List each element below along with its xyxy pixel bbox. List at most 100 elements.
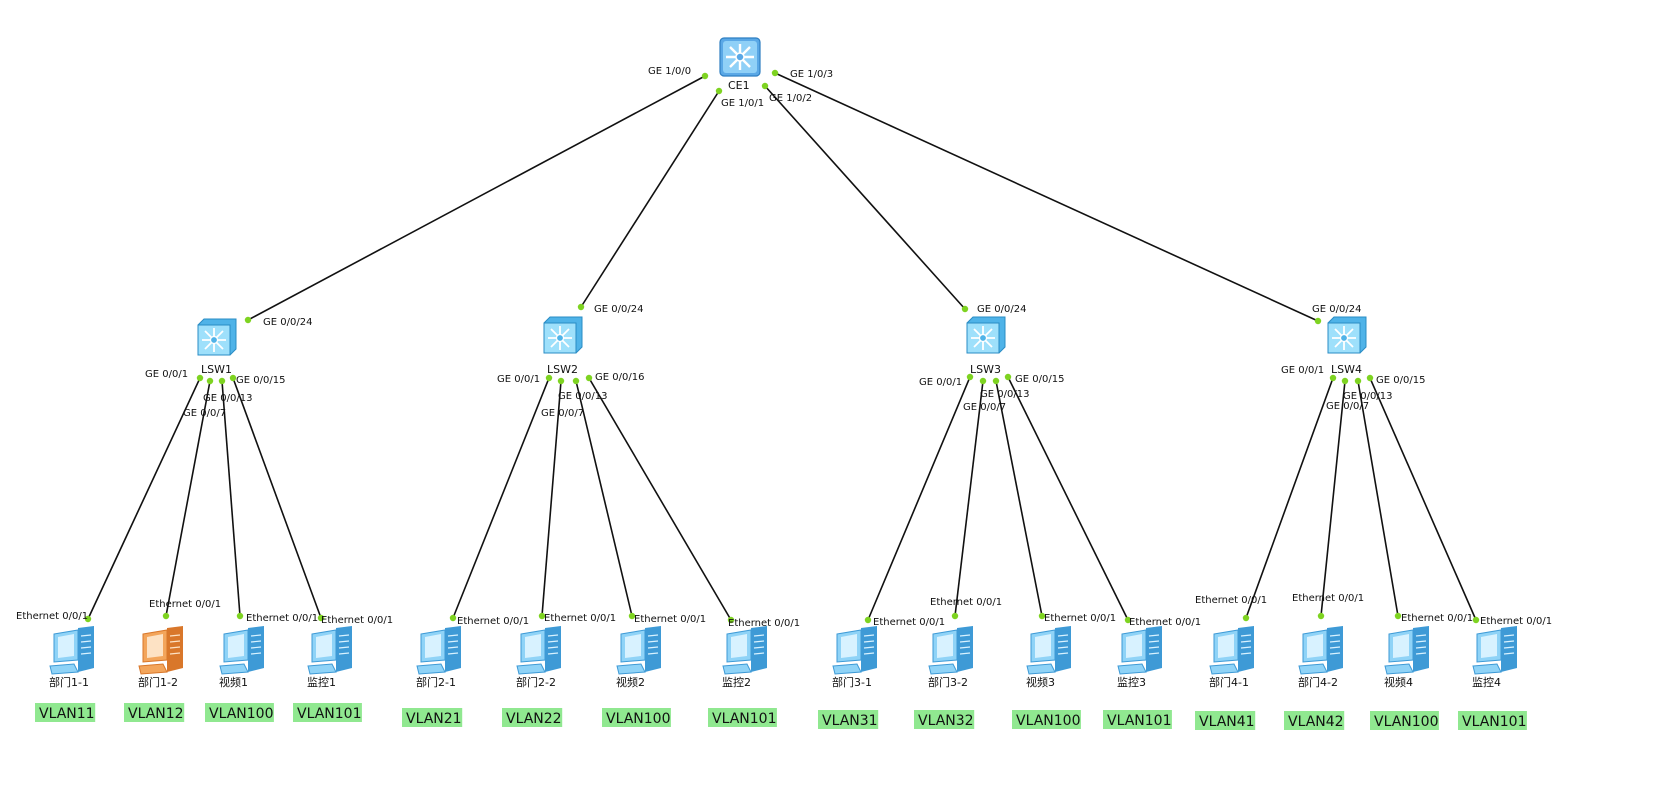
pc-icon[interactable]	[219, 626, 264, 675]
pc-icon[interactable]	[1026, 626, 1071, 675]
vlan-tag: VLAN12	[124, 703, 185, 722]
access-cable[interactable]	[232, 377, 322, 619]
host-name-label: 监控3	[1117, 675, 1146, 689]
host-name-label: 部门4-2	[1298, 675, 1338, 689]
vlan-tag: VLAN100	[205, 703, 274, 722]
host-port-label: Ethernet 0/0/1	[873, 617, 945, 628]
vlan-tag: VLAN101	[293, 703, 362, 722]
vlan-tag-background	[502, 708, 563, 727]
access-cable[interactable]	[165, 380, 211, 617]
pc-icon[interactable]	[928, 626, 973, 675]
vlan-tag-background	[293, 703, 362, 722]
access-cable[interactable]	[867, 376, 971, 621]
port-indicator	[585, 374, 593, 382]
access-cable[interactable]	[541, 380, 562, 617]
vlan-tag: VLAN21	[402, 708, 463, 727]
host-name-label: 部门2-1	[416, 675, 456, 689]
port-indicator	[864, 616, 872, 624]
port-indicator	[196, 374, 204, 382]
pc-icon[interactable]	[1209, 626, 1254, 675]
access-switch-icon[interactable]	[1327, 316, 1367, 354]
pc-icon[interactable]	[616, 626, 661, 675]
core-port-label: GE 1/0/0	[648, 66, 691, 77]
vlan-tag-background	[1284, 711, 1345, 730]
core-port-label: GE 1/0/3	[790, 69, 833, 80]
vlan-tag-background	[124, 703, 185, 722]
pc-icon[interactable]	[49, 626, 94, 675]
uplink-cable[interactable]	[580, 90, 720, 308]
host-port-label: Ethernet 0/0/1	[1401, 613, 1473, 624]
access-cable[interactable]	[221, 380, 241, 617]
pc-icon[interactable]	[1384, 626, 1429, 675]
vlan-tag-background	[1370, 711, 1439, 730]
pc-icon[interactable]	[416, 626, 461, 675]
host-port-label: Ethernet 0/0/1	[16, 611, 88, 622]
port-indicator	[1341, 377, 1349, 385]
pc-icon[interactable]	[1298, 626, 1343, 675]
switch-port-label: GE 0/0/13	[558, 391, 607, 402]
pc-icon[interactable]	[722, 626, 767, 675]
port-indicator	[715, 87, 723, 95]
port-indicator	[236, 612, 244, 620]
host-port-label: Ethernet 0/0/1	[457, 616, 529, 627]
port-indicator	[577, 303, 585, 311]
pc-icon[interactable]	[1472, 626, 1517, 675]
switch-port-label: GE 0/0/15	[1015, 374, 1064, 385]
port-indicator	[701, 72, 709, 80]
host-name-label: 部门1-1	[49, 675, 89, 689]
port-indicator	[317, 614, 325, 622]
host-port-label: Ethernet 0/0/1	[1044, 613, 1116, 624]
pc-icon[interactable]	[307, 626, 352, 675]
access-switch-icon[interactable]	[197, 318, 237, 356]
switch-port-label: GE 0/0/13	[980, 389, 1029, 400]
access-cable[interactable]	[87, 377, 201, 620]
vlan-tag: VLAN11	[35, 703, 96, 722]
access-cable[interactable]	[452, 377, 550, 619]
port-indicator	[1004, 373, 1012, 381]
pc-icon[interactable]	[832, 626, 877, 675]
switch-port-label: GE 0/0/7	[963, 402, 1006, 413]
access-cable[interactable]	[588, 377, 732, 621]
switch-uplink-port-label: GE 0/0/24	[263, 317, 312, 328]
pc-icon[interactable]	[516, 626, 561, 675]
host-port-label: Ethernet 0/0/1	[246, 613, 318, 624]
uplink-cable[interactable]	[774, 72, 1319, 322]
access-cable[interactable]	[575, 380, 633, 617]
port-indicator	[206, 377, 214, 385]
access-switch-icon[interactable]	[966, 316, 1006, 354]
access-cable[interactable]	[1245, 377, 1334, 619]
pc-selected-icon[interactable]	[138, 626, 183, 675]
vlan-tag-background	[708, 708, 777, 727]
port-indicator	[961, 305, 969, 313]
access-switch-icon[interactable]	[543, 316, 583, 354]
access-cable[interactable]	[1007, 376, 1129, 621]
access-cable[interactable]	[995, 380, 1043, 617]
core-switch-label: CE1	[728, 79, 750, 92]
host-port-label: Ethernet 0/0/1	[1129, 617, 1201, 628]
host-port-label: Ethernet 0/0/1	[544, 613, 616, 624]
switch-port-label: GE 0/0/7	[541, 408, 584, 419]
vlan-tag-background	[402, 708, 463, 727]
access-cable[interactable]	[954, 380, 984, 617]
vlan-tag-label: VLAN32	[918, 713, 974, 729]
switch-label: LSW1	[201, 363, 232, 376]
host-port-label: Ethernet 0/0/1	[1480, 616, 1552, 627]
vlan-tag-label: VLAN21	[406, 711, 462, 727]
vlan-tag-label: VLAN22	[506, 711, 562, 727]
port-indicator	[162, 612, 170, 620]
uplink-cable[interactable]	[247, 75, 706, 321]
access-cable[interactable]	[1320, 380, 1346, 617]
host-port-label: Ethernet 0/0/1	[930, 597, 1002, 608]
access-cable[interactable]	[1357, 380, 1399, 617]
vlan-tag-background	[914, 710, 975, 729]
uplink-cable[interactable]	[764, 85, 966, 310]
vlan-tag: VLAN100	[602, 708, 671, 727]
vlan-tag: VLAN101	[1103, 710, 1172, 729]
switch-port-label: GE 0/0/7	[1326, 401, 1369, 412]
port-indicator	[992, 377, 1000, 385]
pc-icon[interactable]	[1117, 626, 1162, 675]
access-cable[interactable]	[1369, 377, 1477, 621]
core-router-icon[interactable]	[719, 37, 761, 77]
switch-uplink-port-label: GE 0/0/24	[1312, 304, 1361, 315]
vlan-tag-background	[1458, 711, 1527, 730]
